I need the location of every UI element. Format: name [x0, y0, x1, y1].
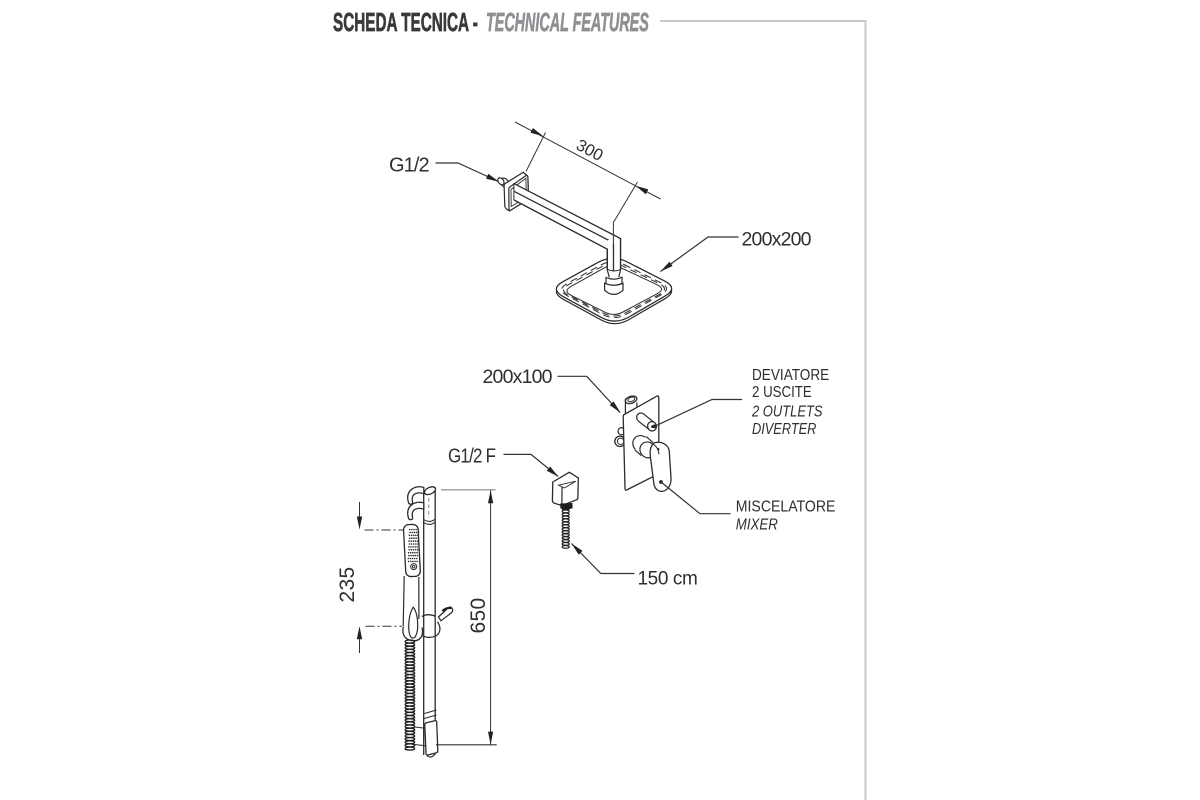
svg-text:TECHNICAL FEATURES: TECHNICAL FEATURES [486, 9, 649, 37]
svg-text:DEVIATORE: DEVIATORE [752, 367, 829, 384]
svg-text:2 OUTLETS: 2 OUTLETS [751, 403, 823, 421]
svg-text:SCHEDA TECNICA -: SCHEDA TECNICA - [333, 8, 478, 37]
svg-text:150 cm: 150 cm [638, 568, 698, 589]
svg-text:235: 235 [336, 567, 359, 603]
svg-text:G1/2: G1/2 [389, 155, 430, 177]
svg-text:650: 650 [467, 598, 490, 634]
svg-text:G1/2 F: G1/2 F [448, 444, 496, 467]
svg-text:200x100: 200x100 [483, 366, 553, 388]
svg-text:200x200: 200x200 [742, 228, 812, 250]
svg-text:2 USCITE: 2 USCITE [752, 384, 812, 401]
svg-text:MISCELATORE: MISCELATORE [736, 498, 836, 516]
svg-text:MIXER: MIXER [736, 517, 778, 534]
svg-text:DIVERTER: DIVERTER [752, 421, 816, 439]
